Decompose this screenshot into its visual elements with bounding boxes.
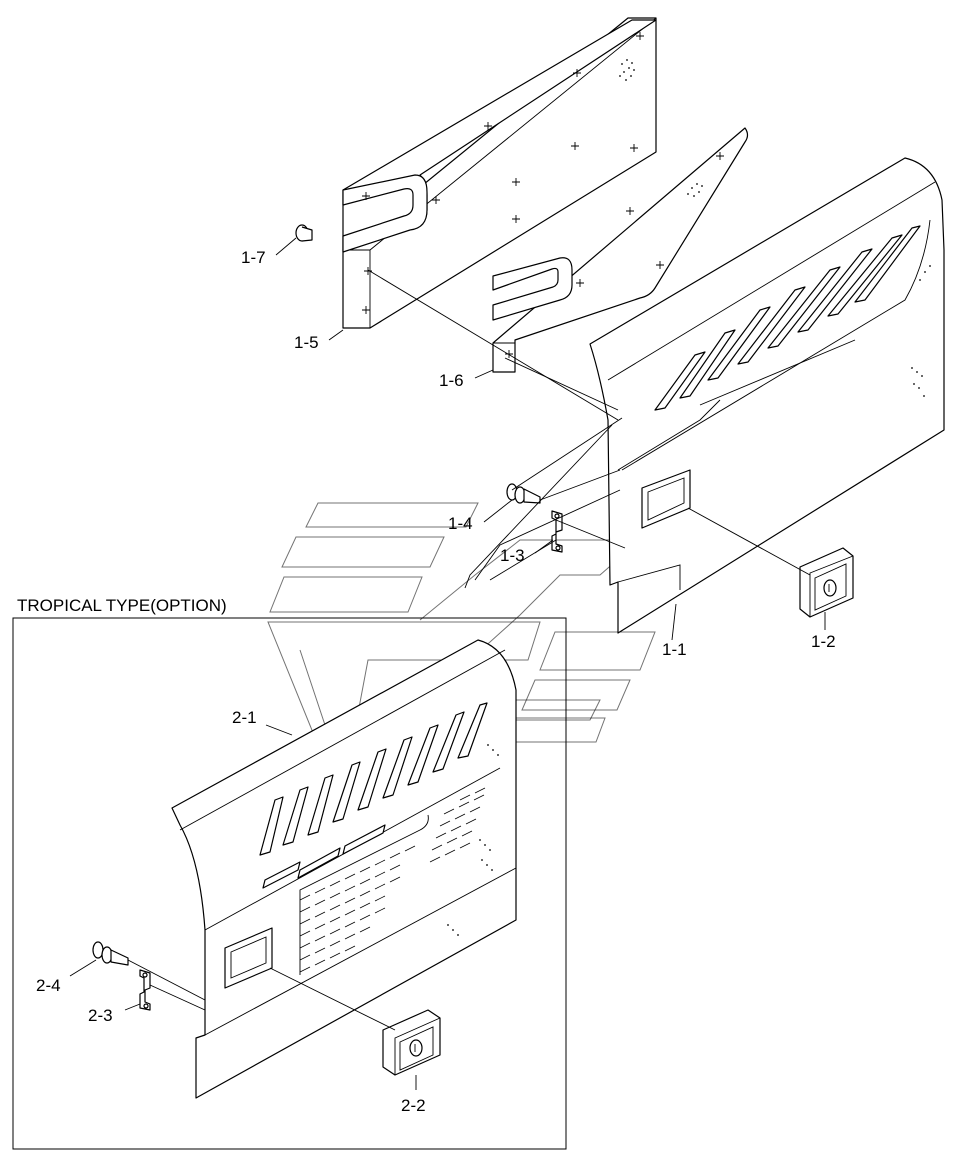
callout-2-3: 2-3	[88, 1006, 113, 1025]
option-box-title: TROPICAL TYPE(OPTION)	[17, 596, 227, 615]
latch-1-2	[799, 547, 854, 618]
louvre-slots-1-1	[654, 225, 921, 411]
bolt-2-4	[92, 941, 129, 966]
callout-1-7: 1-7	[241, 248, 266, 267]
insulation-pad-1-6	[364, 127, 749, 373]
bolt-1-4	[506, 483, 541, 504]
callout-2-1: 2-1	[232, 708, 257, 727]
side-cover-1-1	[589, 157, 945, 634]
perforated-grid-2-1	[299, 787, 486, 973]
latch-2-2	[382, 1009, 441, 1076]
callout-1-5: 1-5	[294, 333, 319, 352]
handle-recess-2-1	[224, 927, 273, 989]
callout-1-6: 1-6	[439, 371, 464, 390]
corner-dots-2-1	[447, 744, 499, 936]
vent-dots-1-6	[687, 183, 703, 197]
bracket-2-3	[139, 969, 151, 1011]
callout-1-2: 1-2	[811, 632, 836, 651]
side-cover-2-1	[171, 639, 517, 1099]
assembly-lines-bottom	[69, 724, 417, 1090]
callout-1-3: 1-3	[500, 546, 525, 565]
insulation-pad-1-5	[342, 17, 657, 329]
callout-labels: 1-7 1-5 1-6 1-4 1-3 1-1 1-2 2-1 2-4 2-3 …	[36, 248, 836, 1115]
clip-1-7	[295, 224, 313, 242]
callout-1-1: 1-1	[662, 640, 687, 659]
assembly-lines-top	[367, 269, 811, 589]
option-box-frame	[12, 617, 567, 1150]
callout-2-4: 2-4	[36, 976, 61, 995]
vent-dots-1-5	[619, 59, 635, 81]
callout-1-4: 1-4	[448, 514, 473, 533]
callout-leaders-top	[275, 237, 826, 641]
louvre-slots-2-1	[259, 702, 488, 889]
callout-2-2: 2-2	[401, 1096, 426, 1115]
handle-recess-1-1	[641, 469, 691, 529]
corner-dots-1-1	[911, 265, 931, 397]
